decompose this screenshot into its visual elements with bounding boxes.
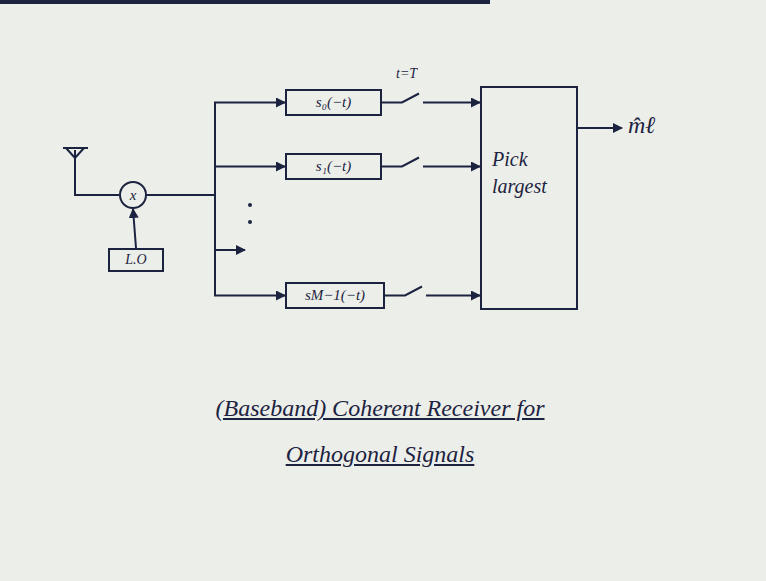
figure-caption: (Baseband) Coherent Receiver for Orthogo… [180,385,580,477]
signal-connector [385,287,480,296]
output-symbol: m̂ℓ [628,112,655,139]
matched-filter-box: sM−1(−t) [285,282,385,309]
ellipsis-dots [248,203,252,224]
node-text: x [130,187,137,204]
node-text: L.O [125,252,146,268]
output-arrow [578,127,622,129]
signal-connector [147,103,285,196]
matched-filter-box: s₀(−t) [285,89,382,116]
node-text: sM−1(−t) [305,287,365,304]
sampling-time-label: t=T [396,66,417,82]
oscillator-box: L.O [108,248,164,272]
node-text: s₁(−t) [316,158,351,175]
signal-connector [382,94,480,103]
node-text: Pick largest [482,88,576,200]
signal-connector [133,209,136,248]
mixer-circle: x [119,181,147,209]
bus-branch [215,249,245,251]
signal-connector [382,158,480,167]
antenna-symbol [63,148,119,195]
signal-connector [147,167,285,196]
signal-connector [147,195,285,296]
node-text: s₀(−t) [316,94,351,111]
decision-box: Pick largest [480,86,578,310]
matched-filter-box: s₁(−t) [285,153,382,180]
top-edge [0,0,490,4]
